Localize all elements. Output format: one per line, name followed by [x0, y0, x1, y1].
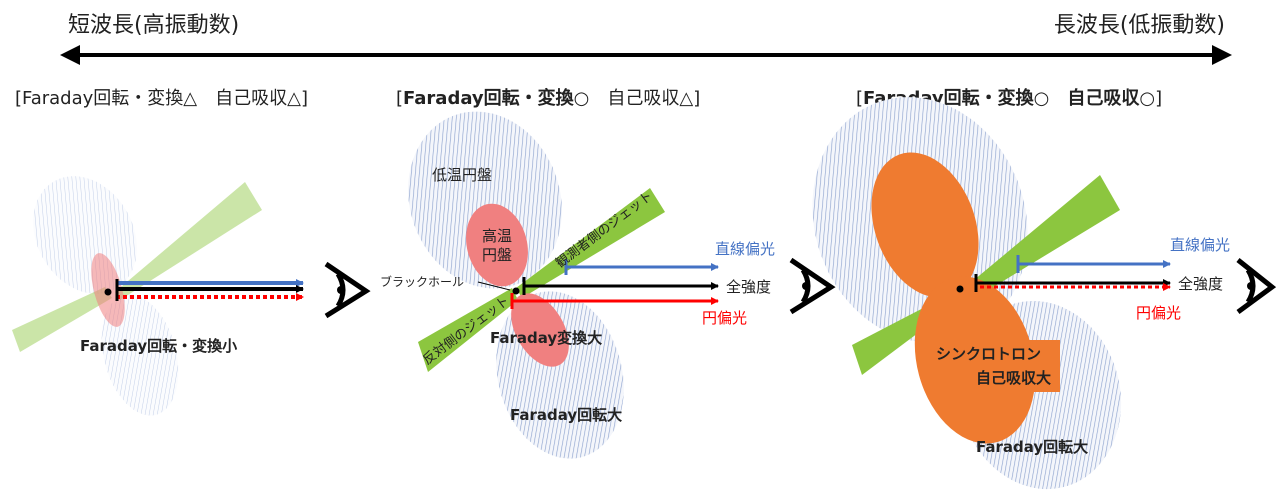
axis-left-arrowhead [60, 45, 80, 65]
panel-2-header: [Faraday回転・変換○ 自己吸収△] [396, 87, 700, 109]
panel-mid-wavelength: [Faraday回転・変換○ 自己吸収△] 低温円盤 高温 円盤 観測者側のジェ… [380, 87, 836, 459]
hot-disk-label-2: 円盤 [482, 246, 512, 264]
black-hole [104, 288, 112, 296]
linear-pol-label: 直線偏光 [715, 240, 775, 258]
circular-pol-label: 円偏光 [702, 309, 747, 327]
counter-jet [418, 288, 518, 372]
absorption-upper-lobe [871, 152, 979, 298]
panel-long-wavelength: [Faraday回転・変換○ 自己吸収○] シンクロトロン 自己吸収大 Fara… [812, 87, 1277, 490]
observer-jet [115, 182, 262, 300]
observer-eye-icon [1236, 258, 1277, 315]
wavelength-axis: 短波長(高振動数) 長波長(低振動数) [60, 13, 1232, 65]
axis-left-label: 短波長(高振動数) [68, 13, 239, 38]
linear-pol-label: 直線偏光 [1170, 236, 1230, 254]
cold-disk-lower-lobe [101, 294, 179, 416]
hot-disk-lower [511, 293, 569, 367]
observer-jet [516, 188, 665, 298]
synchrotron-label-2: 自己吸収大 [976, 369, 1051, 387]
observer-jet-label: 観測者側のジェット [553, 189, 655, 271]
counter-jet [12, 287, 112, 352]
faraday-rotation-label: Faraday回転大 [510, 406, 622, 424]
cold-disk-label: 低温円盤 [432, 166, 492, 184]
total-intensity-label: 全強度 [1178, 275, 1223, 293]
observer-eye-icon [324, 261, 371, 319]
observer-jet [962, 175, 1120, 300]
panel-short-wavelength: [Faraday回転・変換△ 自己吸収△] Faraday回転・変換小 [12, 88, 371, 416]
black-hole-label: ブラックホール [380, 274, 464, 289]
total-intensity-label: 全強度 [726, 278, 771, 296]
faraday-rotation-label: Faraday回転大 [976, 438, 1088, 456]
panel-1-header: [Faraday回転・変換△ 自己吸収△] [15, 88, 308, 109]
circular-pol-label: 円偏光 [1136, 304, 1181, 322]
black-hole [956, 285, 964, 293]
observer-eye-icon [789, 257, 836, 315]
synchrotron-label-1: シンクロトロン [936, 345, 1041, 363]
hot-disk-upper [466, 203, 528, 287]
axis-right-arrowhead [1212, 45, 1232, 65]
faraday-conversion-label: Faraday変換大 [490, 329, 602, 347]
hot-disk-label-1: 高温 [482, 227, 512, 245]
axis-right-label: 長波長(低振動数) [1054, 13, 1225, 38]
black-hole [512, 287, 520, 295]
panel-1-faraday-label: Faraday回転・変換小 [80, 337, 237, 355]
